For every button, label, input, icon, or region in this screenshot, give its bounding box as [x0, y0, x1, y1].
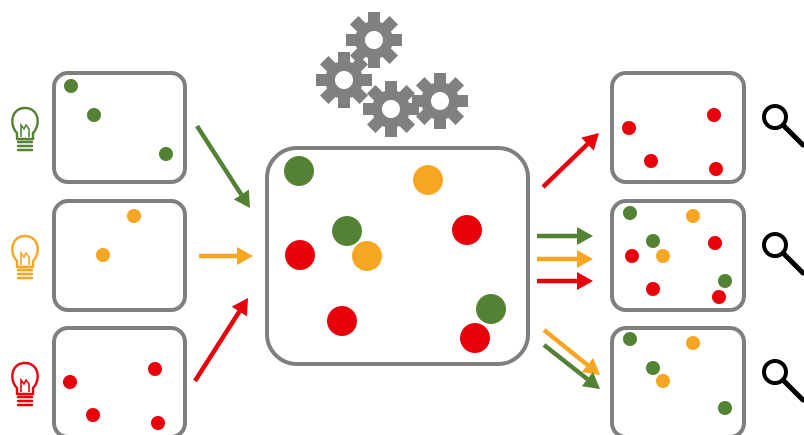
arrow-shaft — [542, 328, 589, 367]
arrow-shaft — [541, 142, 590, 189]
mixed-green-dot — [284, 156, 314, 186]
arrow-head — [233, 189, 250, 208]
arrow-red-in — [193, 298, 248, 383]
bulb-glass — [11, 234, 39, 269]
output-box-1 — [610, 71, 746, 184]
arrow-red-out — [537, 272, 593, 290]
mixed-orange-dot — [413, 165, 443, 195]
lightbulb-icon — [11, 234, 39, 280]
input-green-dot — [64, 79, 78, 93]
output-orange-dot — [656, 374, 670, 388]
arrow-head — [577, 227, 593, 245]
arrow-green-out — [542, 343, 600, 389]
arrow-orange-out — [542, 328, 600, 375]
arrow-head — [577, 272, 593, 290]
input-box-red — [52, 326, 187, 435]
input-green-dot — [87, 108, 101, 122]
output-red-dot — [646, 282, 660, 296]
magnifier-icon — [764, 106, 803, 145]
magnifier-icon — [764, 234, 803, 273]
input-box-orange — [52, 199, 187, 312]
mixed-green-dot — [332, 216, 362, 246]
arrow-shaft — [195, 124, 244, 196]
mixed-red-dot — [327, 306, 357, 336]
output-box-2 — [610, 199, 746, 312]
input-red-dot — [151, 416, 165, 430]
gear-icon — [346, 12, 402, 68]
output-green-dot — [623, 332, 637, 346]
output-green-dot — [718, 401, 732, 415]
bulb-glass — [11, 361, 39, 396]
output-red-dot — [709, 162, 723, 176]
output-red-dot — [707, 108, 721, 122]
bulb-glass — [11, 106, 39, 141]
magnifier-icon — [764, 361, 803, 400]
arrow-shaft — [542, 343, 589, 381]
bulb-filament — [20, 122, 30, 137]
output-green-dot — [718, 274, 732, 288]
arrow-shaft — [193, 310, 242, 383]
bulb-filament — [20, 250, 30, 265]
arrow-head — [577, 250, 593, 268]
arrow-orange-out — [537, 250, 593, 268]
arrow-green-out — [537, 227, 593, 245]
output-red-dot — [708, 236, 722, 250]
input-box-green — [52, 71, 187, 184]
output-red-dot — [712, 290, 726, 304]
output-box-3 — [610, 326, 746, 435]
output-orange-dot — [686, 209, 700, 223]
arrow-head — [237, 247, 253, 265]
output-red-dot — [644, 154, 658, 168]
input-orange-dot — [127, 209, 141, 223]
lightbulb-icon — [11, 106, 39, 152]
output-green-dot — [646, 361, 660, 375]
gear-icon — [363, 81, 419, 137]
output-orange-dot — [656, 249, 670, 263]
input-orange-dot — [96, 248, 110, 262]
input-green-dot — [159, 147, 173, 161]
gear-icon — [412, 73, 468, 129]
output-red-dot — [625, 249, 639, 263]
arrow-red-out — [541, 133, 599, 189]
mixed-orange-dot — [352, 241, 382, 271]
input-red-dot — [63, 375, 77, 389]
lightbulb-icon — [11, 361, 39, 407]
arrow-head — [231, 298, 248, 317]
output-red-dot — [622, 121, 636, 135]
arrow-head — [581, 372, 600, 389]
output-green-dot — [646, 234, 660, 248]
mixed-red-dot — [285, 240, 315, 270]
arrow-head — [581, 133, 599, 151]
output-orange-dot — [686, 336, 700, 350]
gear-icon — [316, 52, 372, 108]
arrow-head — [581, 357, 600, 375]
arrow-orange-in — [199, 247, 253, 265]
input-red-dot — [86, 408, 100, 422]
arrow-green-in — [195, 124, 250, 208]
input-red-dot — [148, 362, 162, 376]
mixed-red-dot — [452, 215, 482, 245]
mixed-red-dot — [460, 323, 490, 353]
bulb-filament — [20, 377, 30, 392]
output-green-dot — [623, 206, 637, 220]
mixed-green-dot — [476, 294, 506, 324]
